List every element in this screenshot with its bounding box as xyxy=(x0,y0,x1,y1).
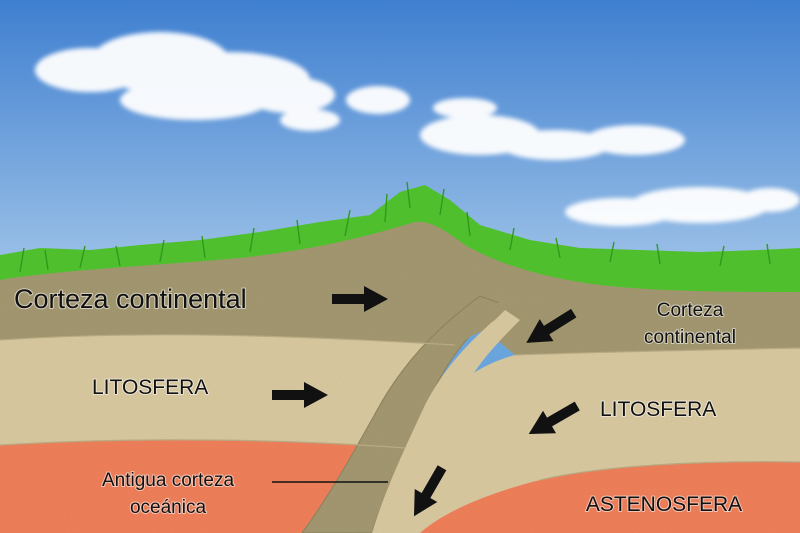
clouds xyxy=(35,32,800,226)
arrow-down-left-icon xyxy=(526,308,577,343)
corteza-continental-left-layer xyxy=(0,221,600,345)
label-corteza-continental-left: Corteza continental xyxy=(14,284,247,314)
label-corteza-continental-right-line1: Corteza xyxy=(657,300,724,321)
arrow-right-icon xyxy=(272,382,328,408)
label-astenosfera: ASTENOSFERA xyxy=(586,493,742,516)
arrow-right-icon xyxy=(332,286,388,312)
label-antigua-corteza-line1: Antigua corteza xyxy=(102,470,234,491)
litosfera-right-layer xyxy=(360,348,800,533)
litosfera-left-layer xyxy=(0,334,450,448)
cloud xyxy=(35,32,335,120)
cloud xyxy=(346,86,410,114)
placa-interior xyxy=(372,310,520,533)
arrows xyxy=(272,286,580,517)
cloud xyxy=(420,98,685,160)
grass-blades xyxy=(19,181,771,273)
layer-boundaries xyxy=(0,334,800,481)
cloud xyxy=(565,187,800,226)
label-litosfera-left: LITOSFERA xyxy=(92,376,208,399)
label-litosfera-right: LITOSFERA xyxy=(600,398,716,421)
corteza-continental-right-layer xyxy=(485,285,800,355)
arrow-down-left-icon xyxy=(528,401,580,434)
cloud xyxy=(280,109,340,131)
arrow-down-icon xyxy=(414,465,447,517)
placa-interior-2 xyxy=(465,290,525,340)
label-antigua-corteza-line2: oceánica xyxy=(130,497,206,518)
label-corteza-continental-right-line2: continental xyxy=(644,327,736,348)
